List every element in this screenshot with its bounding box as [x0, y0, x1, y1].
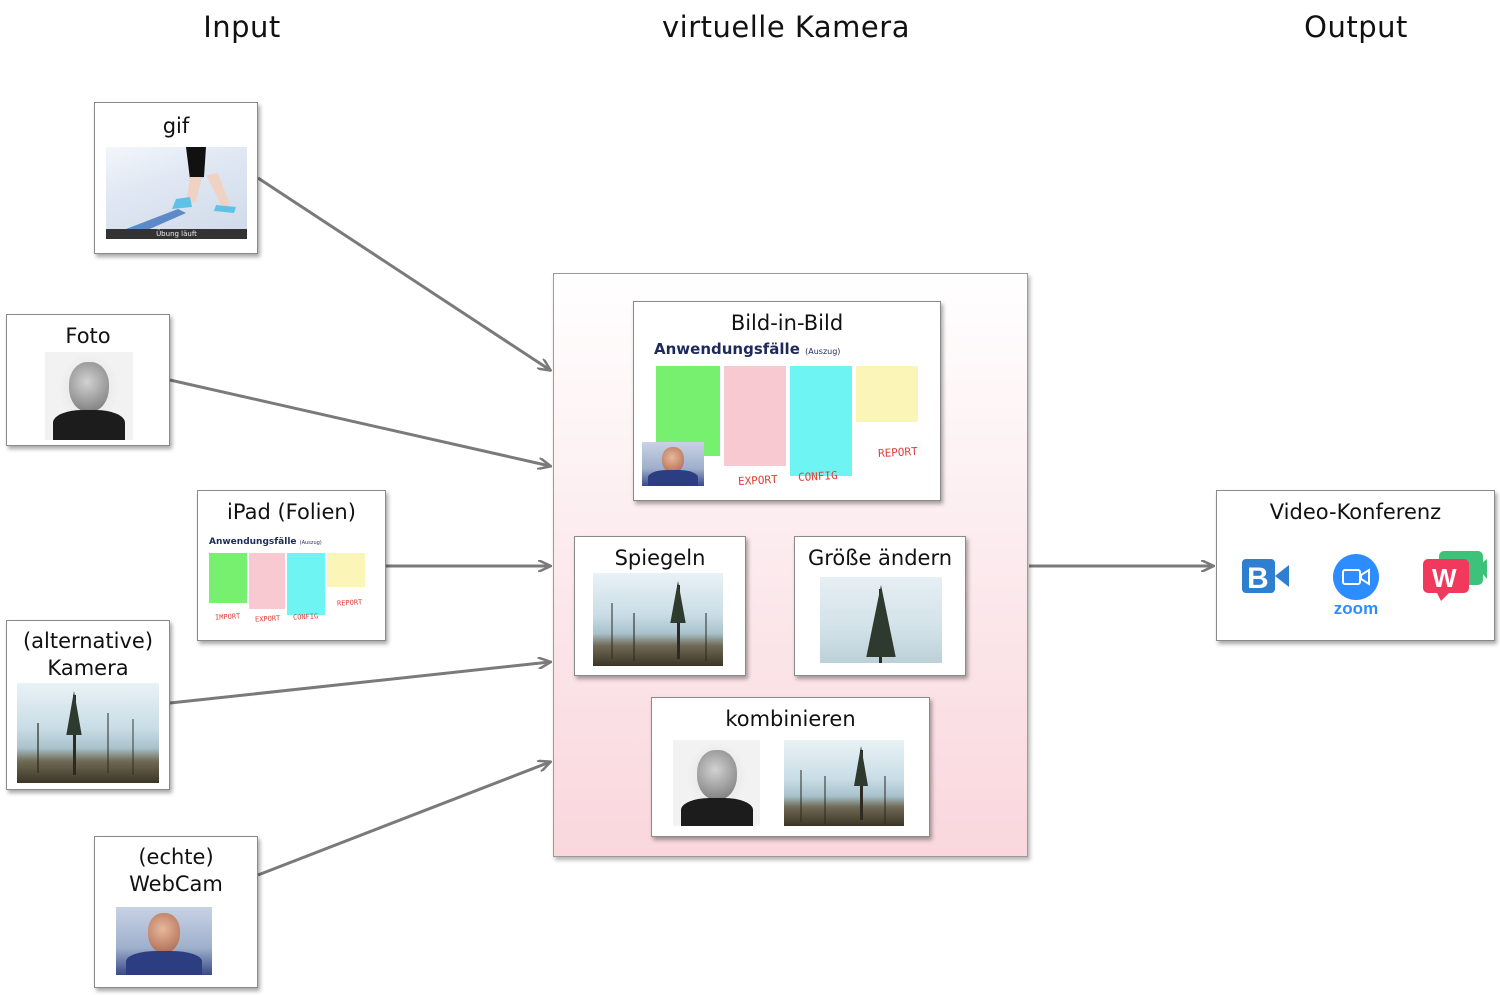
- ipad-slide-thumbnail: Anwendungsfälle (Auszug) IMPORT EXPORT C…: [207, 535, 377, 627]
- arrow-alt-camera: [169, 662, 550, 705]
- arrow-webcam: [257, 762, 550, 877]
- combine-portrait: [673, 740, 760, 826]
- combine-box: kombinieren: [651, 697, 930, 837]
- resize-title: Größe ändern: [807, 546, 953, 570]
- input-ipad-title: iPad (Folien): [227, 500, 356, 524]
- pip-box: Bild-in-Bild Anwendungsfälle (Auszug) EX…: [633, 301, 941, 501]
- bluejeans-logo-icon: B: [1242, 557, 1292, 595]
- input-gif-title: gif: [162, 114, 190, 138]
- pip-slide-title: Anwendungsfälle: [654, 340, 800, 358]
- pip-slide-subtitle: (Auszug): [805, 347, 841, 356]
- pip-webcam-overlay: [642, 442, 704, 486]
- arrow-gif: [257, 176, 550, 370]
- input-alt-camera-title-line1: (alternative): [22, 629, 154, 653]
- resized-forest-photo: [820, 577, 942, 663]
- resize-box: Größe ändern: [794, 536, 966, 676]
- output-title: Video-Konferenz: [1269, 500, 1442, 524]
- mirror-box: Spiegeln: [574, 536, 746, 676]
- handwritten-config: CONFIG: [292, 612, 319, 622]
- webcam-photo: [116, 907, 212, 975]
- input-gif-box: gif Übung läuft: [94, 102, 258, 254]
- combine-forest: [784, 740, 904, 826]
- camera-column-title: virtuelle Kamera: [662, 10, 910, 44]
- input-alt-camera-box: (alternative) Kamera: [6, 620, 170, 790]
- svg-text:W: W: [1432, 563, 1457, 593]
- input-column-title: Input: [203, 10, 281, 44]
- slide-title: Anwendungsfälle: [209, 537, 297, 547]
- input-webcam-box: (echte) WebCam: [94, 836, 258, 988]
- running-gif-thumbnail: Übung läuft: [106, 147, 247, 239]
- pip-handwritten-config: CONFIG: [797, 468, 839, 485]
- input-foto-title: Foto: [65, 324, 111, 348]
- input-foto-box: Foto: [6, 314, 170, 446]
- output-video-conference-box: Video-Konferenz B zoom W: [1216, 490, 1495, 641]
- portrait-photo: [45, 352, 133, 440]
- zoom-logo-icon: zoom: [1326, 553, 1386, 623]
- whereby-logo-icon: W: [1423, 549, 1489, 603]
- pip-title: Bild-in-Bild: [730, 311, 844, 335]
- pip-handwritten-export: EXPORT: [737, 472, 779, 488]
- output-column-title: Output: [1304, 10, 1408, 44]
- input-webcam-title-line2: WebCam: [129, 872, 223, 896]
- pip-slide: Anwendungsfälle (Auszug) EXPORT CONFIG R…: [642, 338, 932, 488]
- slide-subtitle: (Auszug): [299, 540, 322, 546]
- input-alt-camera-title-line2: Kamera: [47, 656, 129, 680]
- handwritten-import: IMPORT: [214, 612, 241, 622]
- arrow-foto: [169, 378, 550, 466]
- input-webcam-title-line1: (echte): [138, 845, 214, 869]
- handwritten-export: EXPORT: [254, 614, 281, 624]
- handwritten-report: REPORT: [336, 598, 363, 608]
- combine-title: kombinieren: [725, 707, 856, 731]
- mirrored-forest-photo: [593, 573, 723, 666]
- svg-text:B: B: [1247, 562, 1269, 595]
- gif-caption: Übung läuft: [106, 229, 247, 239]
- zoom-logo-label: zoom: [1333, 599, 1379, 618]
- input-ipad-box: iPad (Folien) Anwendungsfälle (Auszug) I…: [197, 490, 386, 641]
- forest-photo: [17, 683, 159, 783]
- mirror-title: Spiegeln: [614, 546, 706, 570]
- pip-handwritten-report: REPORT: [877, 444, 919, 461]
